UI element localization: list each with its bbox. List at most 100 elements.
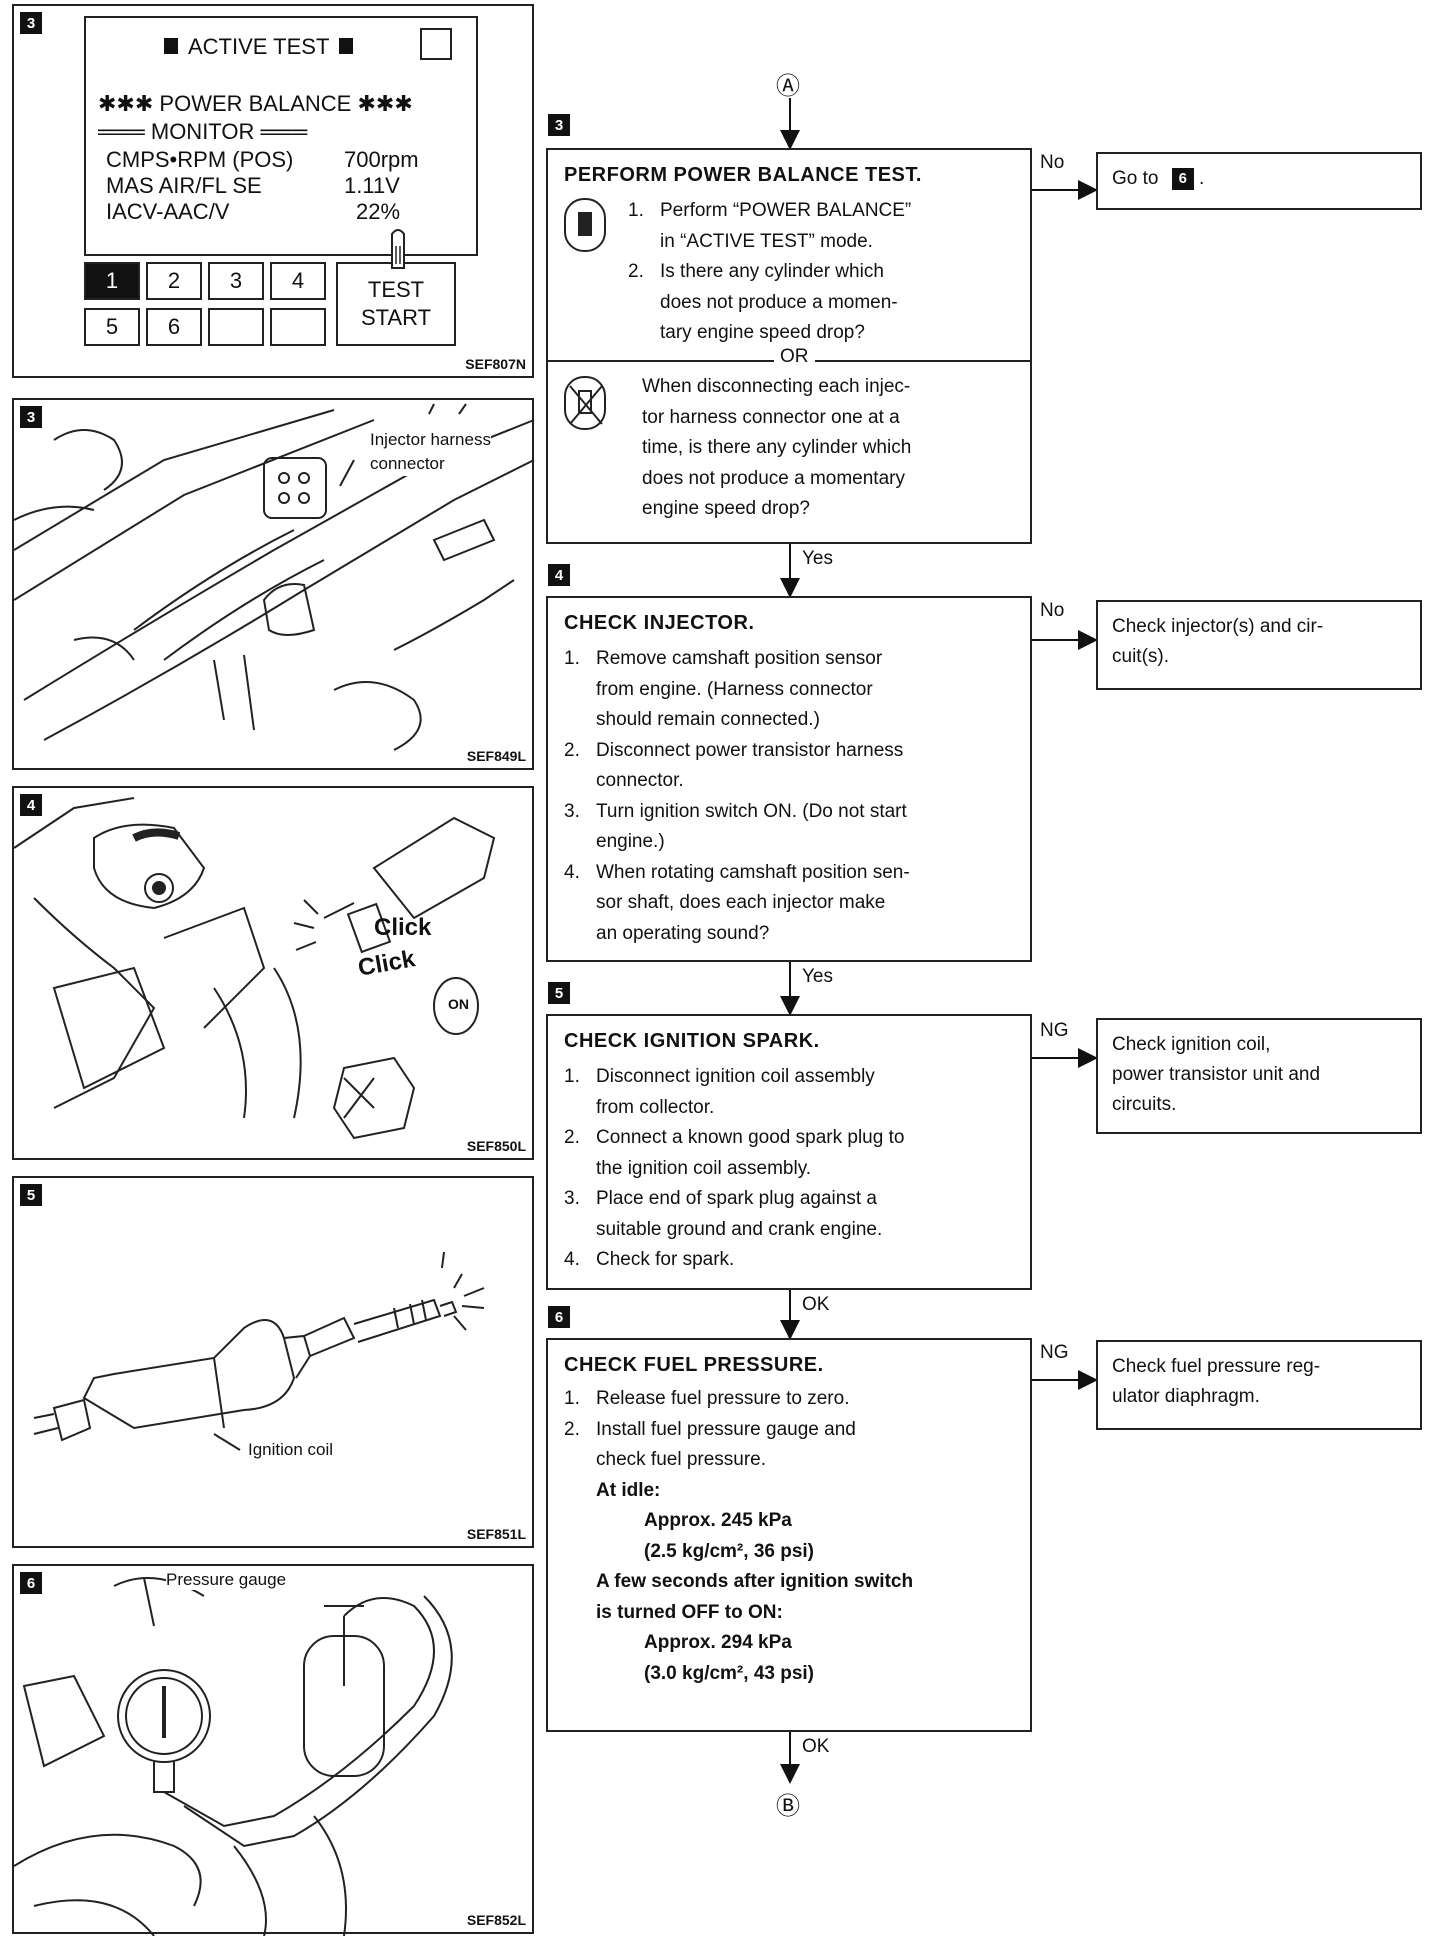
step3-alt-text: When disconnecting each injec- tor harne… xyxy=(642,372,911,525)
spec-value: Approx. 245 kPa xyxy=(644,1510,792,1531)
step3-no-result: Go to 6 . xyxy=(1096,152,1422,210)
list-item: sor shaft, does each injector make xyxy=(596,892,886,913)
step-badge: 6 xyxy=(20,1572,42,1594)
screen-header: ACTIVE TEST xyxy=(164,34,354,60)
screen-row-value: 700rpm xyxy=(344,147,419,172)
text-line: is turned OFF to ON: xyxy=(596,1601,783,1623)
list-item: 3.Place end of spark plug against a xyxy=(564,1188,877,1209)
screen-line-monitor: ═══ MONITOR ═══ xyxy=(98,119,308,144)
screen-corner-box xyxy=(420,28,452,60)
step5-box: CHECK IGNITION SPARK. 1.Disconnect ignit… xyxy=(546,1014,1032,1290)
step-badge: 5 xyxy=(548,982,570,1004)
figure-pressure-gauge-photo: 6 Pressure gauge SEF852L xyxy=(12,1564,534,1936)
text-line: check fuel pressure. xyxy=(596,1449,767,1470)
screen-row-value: 1.11V xyxy=(344,173,400,198)
callout-line: Injector harness xyxy=(370,430,491,449)
list-item: from collector. xyxy=(596,1096,715,1118)
connector-a: Ⓐ xyxy=(776,73,800,100)
ok-label: OK xyxy=(802,1294,830,1315)
callout-line: connector xyxy=(370,454,445,473)
list-item: 2.Is there any cylinder which xyxy=(628,261,884,282)
consult-tool-icon xyxy=(564,198,606,252)
result-line: ulator diaphragm. xyxy=(1112,1386,1260,1407)
or-label: OR xyxy=(774,346,815,368)
figure-code: SEF850L xyxy=(466,1138,526,1154)
step-badge: 6 xyxy=(548,1306,570,1328)
spec-value: (3.0 kg/cm², 43 psi) xyxy=(644,1662,815,1684)
list-item: 1.Disconnect ignition coil assembly xyxy=(564,1066,875,1087)
step-badge: 3 xyxy=(20,12,42,34)
blank-key[interactable] xyxy=(270,308,326,346)
callout-label: Pressure gauge xyxy=(166,1570,287,1590)
cylinder-key-1[interactable]: 1 xyxy=(84,262,140,300)
step3-list: 1.Perform “POWER BALANCE” in “ACTIVE TES… xyxy=(628,196,1028,349)
result-line: cuit(s). xyxy=(1112,646,1169,667)
list-item: 2.Install fuel pressure gauge and xyxy=(564,1418,856,1440)
no-label: No xyxy=(1040,152,1065,173)
list-item: 4.When rotating camshaft position sen- xyxy=(564,861,910,883)
step6-ng-result: Check fuel pressure reg- ulator diaphrag… xyxy=(1096,1340,1422,1430)
figure-code: SEF849L xyxy=(466,748,526,764)
step4-list: 1.Remove camshaft position sensor from e… xyxy=(564,644,1028,949)
spec-value: (2.5 kg/cm², 36 psi) xyxy=(644,1540,815,1562)
step4-title: CHECK INJECTOR. xyxy=(564,612,755,634)
list-item: 1.Release fuel pressure to zero. xyxy=(564,1388,850,1409)
list-item: 1.Remove camshaft position sensor xyxy=(564,648,883,669)
yes-label: Yes xyxy=(802,548,833,569)
test-start-button[interactable]: TEST START xyxy=(336,262,456,346)
list-item: 1.Perform “POWER BALANCE” xyxy=(628,200,912,221)
list-item: an operating sound? xyxy=(596,922,770,944)
cylinder-key-4[interactable]: 4 xyxy=(270,262,326,300)
cylinder-key-6[interactable]: 6 xyxy=(146,308,202,346)
test-start-line: START xyxy=(360,305,432,330)
result-line: circuits. xyxy=(1112,1094,1177,1115)
click-label: Click xyxy=(374,914,432,941)
blank-key[interactable] xyxy=(208,308,264,346)
text-line: time, is there any cylinder which xyxy=(642,437,912,458)
figure-code: SEF807N xyxy=(465,356,526,372)
step5-title: CHECK IGNITION SPARK. xyxy=(564,1030,820,1052)
list-item: 4.Check for spark. xyxy=(564,1249,735,1270)
list-item: suitable ground and crank engine. xyxy=(596,1218,883,1240)
callout-label: Ignition coil xyxy=(248,1440,334,1459)
engine-injector-illustration xyxy=(14,403,535,751)
text-line: tor harness connector one at a xyxy=(642,406,900,428)
fuel-pressure-gauge-illustration xyxy=(14,1577,453,1936)
figure-ignition-coil-photo: 5 Ignition coil SEF851L xyxy=(12,1176,534,1548)
cylinder-key-5[interactable]: 5 xyxy=(84,308,140,346)
step-badge: 4 xyxy=(20,794,42,816)
list-item: engine.) xyxy=(596,831,665,852)
step4-box: CHECK INJECTOR. 1.Remove camshaft positi… xyxy=(546,596,1032,962)
spec-value: Approx. 294 kPa xyxy=(644,1632,792,1653)
cylinder-key-2[interactable]: 2 xyxy=(146,262,202,300)
ng-label: NG xyxy=(1040,1342,1069,1363)
text-line: does not produce a momentary xyxy=(642,467,905,489)
yes-label: Yes xyxy=(802,966,833,987)
result-line: Check fuel pressure reg- xyxy=(1112,1356,1321,1377)
callout-label: Injector harness connector xyxy=(370,428,491,476)
at-idle-label: At idle: xyxy=(596,1479,661,1501)
screen-row-label: MAS AIR/FL SE xyxy=(106,173,262,198)
figure-code: SEF851L xyxy=(466,1526,526,1542)
screen-row-label: CMPS•RPM (POS) xyxy=(106,147,294,172)
cylinder-key-3[interactable]: 3 xyxy=(208,262,264,300)
step6-box: CHECK FUEL PRESSURE. 1.Release fuel pres… xyxy=(546,1338,1032,1732)
figure-injector-harness-photo: 3 Injector harness connector SEF849L xyxy=(12,398,535,770)
list-item: from engine. (Harness connector xyxy=(596,678,873,700)
text-line: A few seconds after ignition switch xyxy=(596,1571,914,1592)
list-item: 3.Turn ignition switch ON. (Do not start xyxy=(564,800,907,822)
ignition-coil-spark-plug-illustration xyxy=(33,1251,485,1451)
result-line: Check injector(s) and cir- xyxy=(1112,616,1324,637)
text-line: When disconnecting each injec- xyxy=(642,376,911,397)
step3-title: PERFORM POWER BALANCE TEST. xyxy=(564,164,922,186)
list-item: the ignition coil assembly. xyxy=(596,1157,812,1179)
step-badge: 6 xyxy=(1171,167,1194,190)
list-item: 2.Disconnect power transistor harness xyxy=(564,739,904,761)
figure-code: SEF852L xyxy=(466,1912,526,1928)
no-label: No xyxy=(1040,600,1065,621)
list-item: 2.Connect a known good spark plug to xyxy=(564,1127,905,1148)
list-item: connector. xyxy=(596,770,684,791)
list-item: should remain connected.) xyxy=(596,709,820,730)
screen-row-label: IACV-AAC/V xyxy=(106,199,230,224)
ok-label: OK xyxy=(802,1736,830,1757)
